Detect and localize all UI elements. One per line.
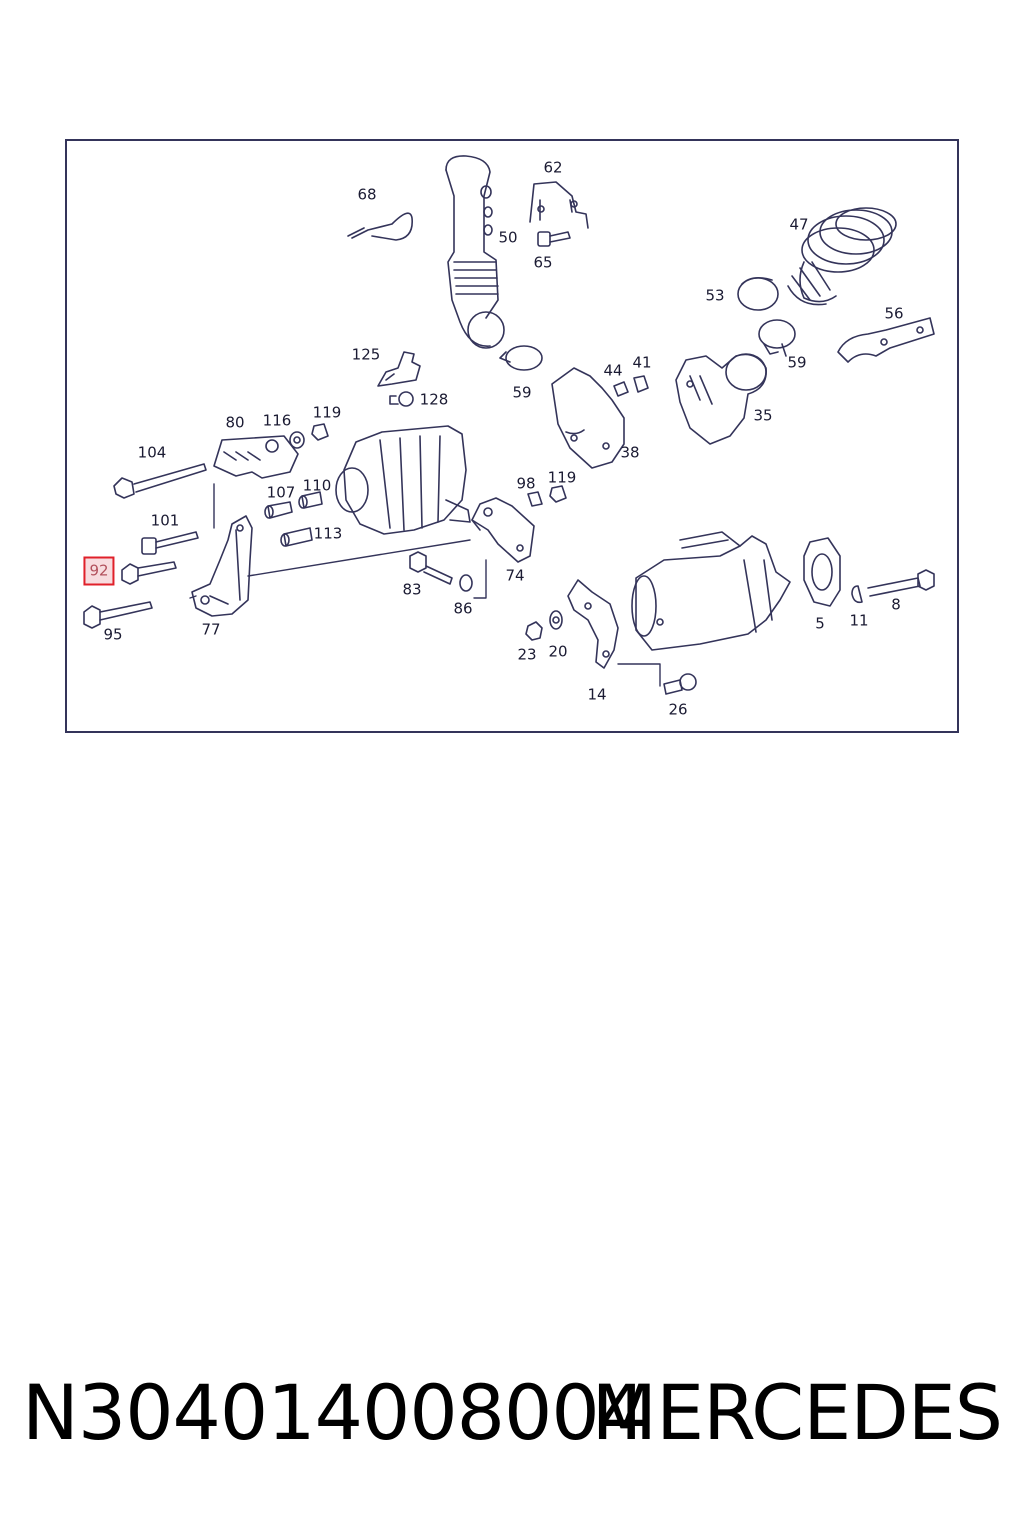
- callout-125[interactable]: 125: [351, 345, 381, 364]
- part-104-bolt: [113, 463, 207, 499]
- part-128-screw: [389, 391, 414, 407]
- part-95-bolt: [83, 601, 153, 629]
- product-footer: N304014008004 MERCEDES: [0, 1368, 1024, 1478]
- brand-name: MERCEDES: [591, 1368, 1003, 1457]
- part-110-bushing: [298, 491, 323, 509]
- callout-119[interactable]: 119: [547, 468, 577, 487]
- callout-68[interactable]: 68: [357, 185, 377, 204]
- part-116-washer: [289, 431, 305, 449]
- part-23-nut: [525, 621, 543, 641]
- part-65-bolt: [537, 231, 571, 247]
- part-92-bolt: [121, 561, 177, 585]
- part-74-bracket: [471, 497, 535, 563]
- part-26-screw: [663, 673, 697, 695]
- callout-53[interactable]: 53: [705, 286, 725, 305]
- part-101-bolt: [141, 531, 199, 555]
- callout-8[interactable]: 8: [891, 595, 901, 614]
- callout-50[interactable]: 50: [498, 228, 518, 247]
- callout-38[interactable]: 38: [620, 443, 640, 462]
- part-35-air-duct: [675, 353, 767, 445]
- part-starter-motor: [631, 531, 791, 651]
- callout-20[interactable]: 20: [548, 642, 568, 661]
- part-86-washer: [459, 574, 473, 592]
- part-11-washer: [851, 585, 863, 604]
- part-113-bushing: [280, 527, 313, 547]
- part-59-clamp: [758, 319, 796, 357]
- part-80-mounting-bracket: [213, 435, 299, 479]
- part-8-bolt: [867, 569, 935, 597]
- part-68-cable-tie: [347, 212, 413, 241]
- part-38-cover-plate: [551, 367, 625, 469]
- part-alternator: [335, 425, 471, 535]
- part-98-nut: [527, 491, 543, 507]
- callout-95[interactable]: 95: [103, 625, 123, 644]
- part-47-bellows: [787, 207, 897, 306]
- callout-110[interactable]: 110: [302, 476, 332, 495]
- callout-59[interactable]: 59: [787, 353, 807, 372]
- callout-14[interactable]: 14: [587, 685, 607, 704]
- part-44-nut: [613, 381, 629, 397]
- callout-23[interactable]: 23: [517, 645, 537, 664]
- part-119-nut: [549, 485, 567, 503]
- callout-86[interactable]: 86: [453, 599, 473, 618]
- part-53-cap: [737, 276, 779, 311]
- callout-113[interactable]: 113: [313, 524, 343, 543]
- part-56-bracket: [837, 317, 935, 363]
- callout-92-highlighted[interactable]: 92: [83, 556, 115, 586]
- callout-119[interactable]: 119: [312, 403, 342, 422]
- callout-65[interactable]: 65: [533, 253, 553, 272]
- callout-35[interactable]: 35: [753, 406, 773, 425]
- part-41-nut: [633, 375, 649, 393]
- part-5-gasket: [803, 537, 841, 607]
- part-77-bracket: [191, 515, 253, 617]
- exploded-parts-diagram: [83, 155, 935, 695]
- callout-74[interactable]: 74: [505, 566, 525, 585]
- leader-lines: [189, 483, 661, 687]
- callout-98[interactable]: 98: [516, 474, 536, 493]
- part-83-bolt: [409, 551, 453, 585]
- callout-56[interactable]: 56: [884, 304, 904, 323]
- part-119-nut: [311, 423, 329, 441]
- callout-44[interactable]: 44: [603, 361, 623, 380]
- callout-5[interactable]: 5: [815, 614, 825, 633]
- part-62-bracket: [529, 181, 589, 229]
- callout-11[interactable]: 11: [849, 611, 869, 630]
- part-number: N304014008004: [22, 1368, 647, 1457]
- callout-116[interactable]: 116: [262, 411, 292, 430]
- callout-104[interactable]: 104: [137, 443, 167, 462]
- callout-62[interactable]: 62: [543, 158, 563, 177]
- part-14-bracket: [567, 579, 619, 669]
- callout-41[interactable]: 41: [632, 353, 652, 372]
- part-59-clamp: [499, 345, 543, 371]
- callout-77[interactable]: 77: [201, 620, 221, 639]
- callout-80[interactable]: 80: [225, 413, 245, 432]
- callout-26[interactable]: 26: [668, 700, 688, 719]
- part-107-bushing: [264, 501, 293, 519]
- part-50-intake-pipe: [445, 155, 505, 349]
- callout-101[interactable]: 101: [150, 511, 180, 530]
- callout-128[interactable]: 128: [419, 390, 449, 409]
- callout-107[interactable]: 107: [266, 483, 296, 502]
- callout-47[interactable]: 47: [789, 215, 809, 234]
- part-125-bracket: [377, 351, 421, 387]
- part-20-washer: [549, 610, 563, 630]
- callout-59[interactable]: 59: [512, 383, 532, 402]
- diagram-frame: [65, 139, 959, 733]
- callout-83[interactable]: 83: [402, 580, 422, 599]
